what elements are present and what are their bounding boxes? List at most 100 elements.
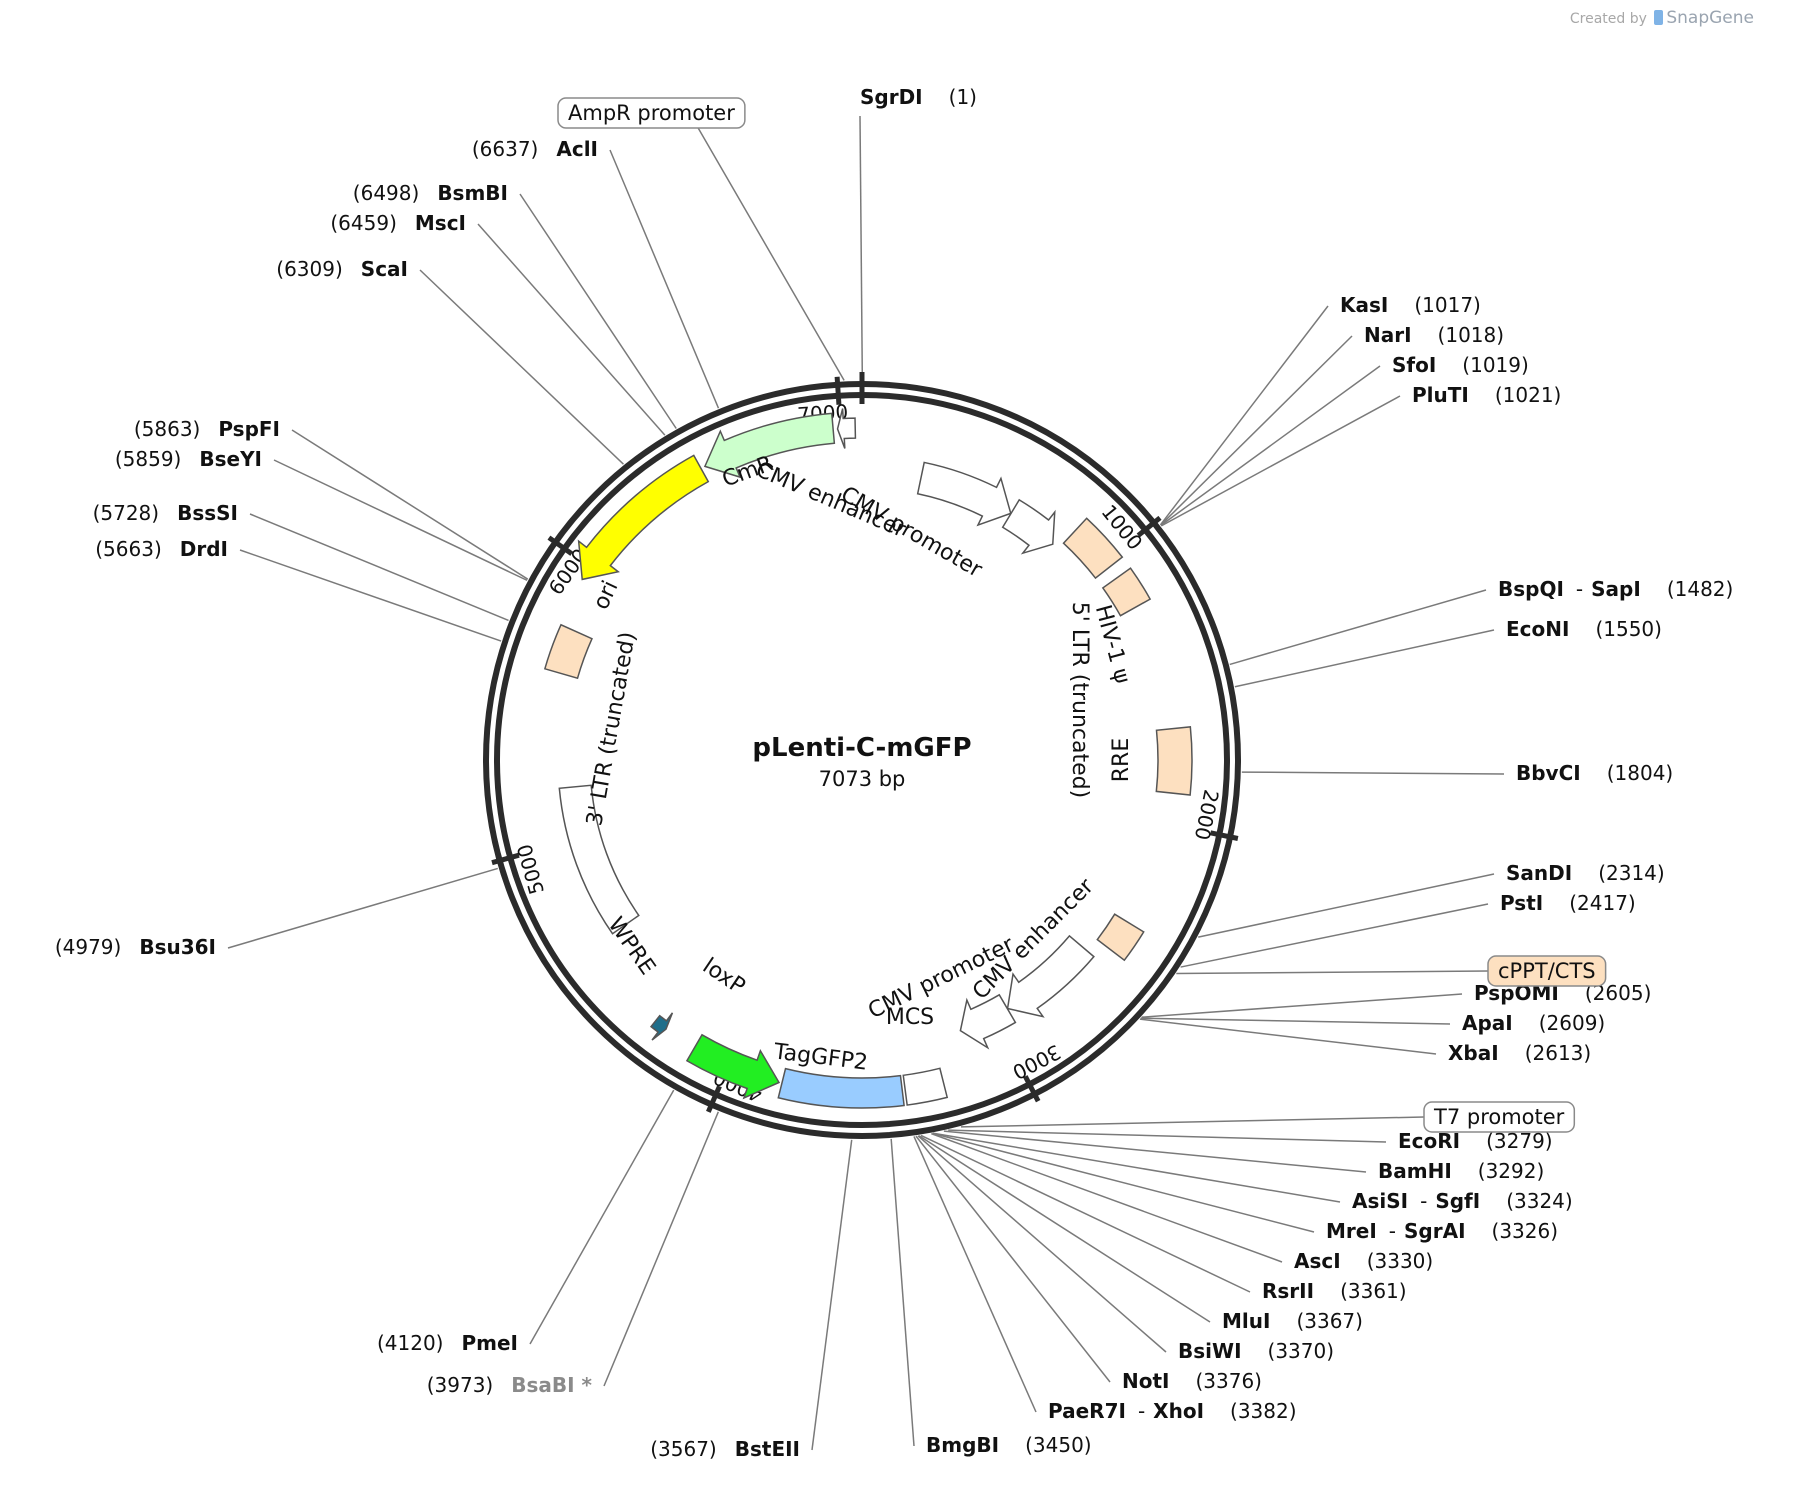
site-position: (6309)	[276, 257, 343, 281]
leader-bsiwi	[917, 1135, 1167, 1353]
site-name: PmeI	[461, 1331, 518, 1355]
leader-bmgbi	[890, 1138, 915, 1447]
site-position: (2613)	[1525, 1041, 1592, 1065]
site-name: PstI	[1500, 891, 1543, 915]
site-name: ScaI	[361, 257, 408, 281]
site-acli: (6637)AclI	[472, 137, 598, 161]
boxed-label-text: AmpR promoter	[568, 101, 735, 125]
leader-sgrdi	[859, 115, 864, 381]
leader-pspomi	[1141, 993, 1463, 1018]
leader-msci	[477, 223, 666, 436]
site-bsiwi: (3370)BsiWI	[1178, 1339, 1334, 1363]
site-name: NotI	[1122, 1369, 1169, 1393]
site-name: NarI	[1364, 323, 1412, 347]
feature-wpre-12	[558, 784, 640, 935]
leader-mrei	[932, 1132, 1315, 1233]
site-name: BsiWI	[1178, 1339, 1242, 1363]
feature-label-hiv-psi: HIV-1 ψ	[1090, 602, 1135, 686]
boxed-label-text: T7 promoter	[1433, 1105, 1565, 1129]
site-name: PluTI	[1412, 383, 1469, 407]
leader-mlui	[918, 1135, 1211, 1323]
site-bmgbi: (3450)BmgBI	[926, 1433, 1092, 1457]
site-position: (2314)	[1598, 861, 1665, 885]
leader-asci	[931, 1132, 1283, 1263]
site-position: (1550)	[1595, 617, 1662, 641]
site-name: ApaI	[1462, 1011, 1513, 1035]
feature-cmr-15	[703, 412, 836, 479]
site-position: (6459)	[330, 211, 397, 235]
site-paer7i: (3382)PaeR7I-XhoI	[1048, 1399, 1297, 1423]
leader-nari	[1160, 335, 1353, 526]
feature-mcs-8	[902, 1067, 949, 1106]
site-position: (3567)	[650, 1437, 717, 1461]
leader-bsmbi	[519, 193, 677, 429]
boxed-label-frame	[557, 97, 746, 129]
site-name: SanDI	[1506, 861, 1572, 885]
feature-label-5-ltr: 5' LTR (truncated)	[1067, 602, 1092, 798]
site-name: MluI	[1222, 1309, 1270, 1333]
feature-3-ltr-truncated-13	[543, 623, 593, 680]
feature-label-mcs: MCS	[886, 1005, 934, 1030]
site-noti: (3376) NotI	[1122, 1369, 1262, 1393]
feature-label-ori: ori	[589, 577, 624, 614]
leader-bsu36i	[227, 867, 499, 949]
leader-kasi	[1159, 305, 1329, 526]
feature-5-ltr-truncated-2	[1062, 517, 1124, 580]
site-position: (2417)	[1569, 891, 1636, 915]
leader-bamhi	[943, 1130, 1367, 1173]
site-position: (3324)	[1506, 1189, 1573, 1213]
site-position: (5863)	[134, 417, 201, 441]
leader-ecori	[948, 1129, 1387, 1143]
tick-1000	[1136, 515, 1162, 538]
snapgene-logo-icon	[1654, 10, 1664, 25]
leader-noti	[915, 1135, 1111, 1383]
site-bsssi: (5728) BssSI	[93, 501, 238, 525]
site-name: BssSI	[177, 501, 238, 525]
site-bsu36i: (4979) Bsu36I	[55, 935, 216, 959]
site-position: (1482)	[1667, 577, 1734, 601]
site-position: (3292)	[1478, 1159, 1545, 1183]
site-psti: (2417) PstI	[1500, 891, 1636, 915]
site-name: XbaI	[1448, 1041, 1499, 1065]
site-asisi: (3324)AsiSI-SgfI	[1352, 1189, 1573, 1213]
leader-bspqi	[1229, 589, 1487, 666]
site-position: (5859)	[115, 447, 182, 471]
feature-label-loxp: loxP	[698, 954, 749, 1000]
site-name: PaeR7I	[1048, 1399, 1126, 1423]
site-position: (1)	[949, 85, 977, 109]
site-name: BstEII	[735, 1437, 800, 1461]
site-name: BspQI	[1498, 577, 1564, 601]
site-position: (3382)	[1230, 1399, 1297, 1423]
snapgene-credit: Created by SnapGene	[1570, 8, 1754, 28]
tick-2000	[1209, 830, 1239, 841]
leader-bsabi	[603, 1111, 720, 1387]
site-position: (4979)	[55, 935, 122, 959]
credit-brand: SnapGene	[1666, 8, 1754, 28]
site-pluti: (1021)PluTI	[1412, 383, 1561, 407]
site-sandi: (2314) SanDI	[1506, 861, 1665, 885]
feature-cmv-promoter-7	[959, 993, 1017, 1050]
site-position: (3376)	[1195, 1369, 1262, 1393]
site-bspqi: (1482)BspQI-SapI	[1498, 577, 1733, 601]
site-name: Bsu36I	[139, 935, 216, 959]
site-position: (2609)	[1539, 1011, 1606, 1035]
site-position: (1017)	[1414, 293, 1481, 317]
leader-psti	[1180, 903, 1489, 968]
feature-shapes	[543, 408, 1193, 1109]
plasmid-size: 7073 bp	[819, 767, 906, 791]
site-xbai: (2613) XbaI	[1448, 1041, 1591, 1065]
tick-7000	[834, 376, 842, 405]
site-name: MscI	[415, 211, 466, 235]
site-bsteii: (3567) BstEII	[650, 1437, 800, 1461]
site-position: (5728)	[93, 501, 160, 525]
site-drdi: (5663)DrdI	[95, 537, 228, 561]
credit-prefix: Created by	[1569, 11, 1647, 27]
site-name: BbvCI	[1516, 761, 1581, 785]
site-name: RsrII	[1262, 1279, 1314, 1303]
leader-xbai	[1139, 1018, 1437, 1055]
site-position: (6637)	[472, 137, 539, 161]
site-name: AscI	[1294, 1249, 1341, 1273]
site-scai: (6309) ScaI	[276, 257, 408, 281]
